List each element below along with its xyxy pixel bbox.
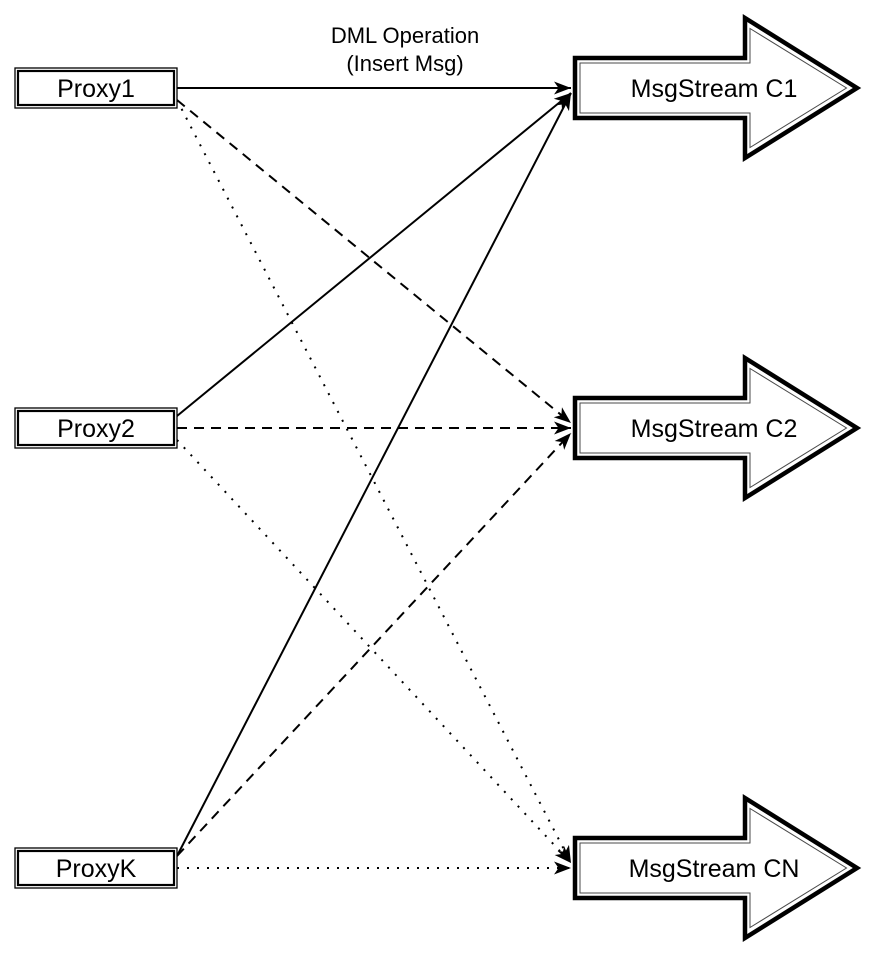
proxy2-box-inner-line <box>16 409 176 447</box>
stream-c1: MsgStream C1 <box>572 13 862 163</box>
proxy1-box <box>14 67 178 109</box>
edge-proxy1-c2 <box>176 99 572 424</box>
edge-proxy2-c1 <box>176 92 572 417</box>
edge-proxyk-c1 <box>176 92 572 857</box>
edges-layer <box>176 81 572 875</box>
stream-c1-label: MsgStream C1 <box>631 75 798 103</box>
stream-c2-arrow-shape <box>572 353 862 503</box>
proxyk-label: ProxyK <box>56 855 137 883</box>
proxyk-box-inner-line <box>16 849 176 887</box>
proxyk-box <box>14 847 178 889</box>
stream-cn-arrow-shape <box>572 793 862 943</box>
proxy2-box <box>14 407 178 449</box>
stream-c2: MsgStream C2 <box>572 353 862 503</box>
node-proxy2: Proxy2 <box>14 407 178 449</box>
stream-c1-arrow-inner-line <box>579 27 848 149</box>
node-proxyk: ProxyK <box>14 847 178 889</box>
proxy1-box-inner-line <box>16 69 176 107</box>
edge-proxyk-c2 <box>176 432 572 857</box>
stream-cn: MsgStream CN <box>572 793 862 943</box>
diagram-title-line2: (Insert Msg) <box>346 51 463 76</box>
stream-cn-arrow-inner-line <box>579 807 848 929</box>
edge-proxy2-cn <box>176 439 572 864</box>
proxy2-label: Proxy2 <box>57 415 135 443</box>
edge-proxy1-cn <box>176 99 572 864</box>
node-proxy1: Proxy1 <box>14 67 178 109</box>
stream-c2-arrow-inner-line <box>579 367 848 489</box>
stream-c2-label: MsgStream C2 <box>631 415 798 443</box>
proxy1-label: Proxy1 <box>57 75 135 103</box>
stream-cn-label: MsgStream CN <box>629 855 800 883</box>
diagram-title-line1: DML Operation <box>331 23 479 48</box>
stream-c1-arrow-shape <box>572 13 862 163</box>
